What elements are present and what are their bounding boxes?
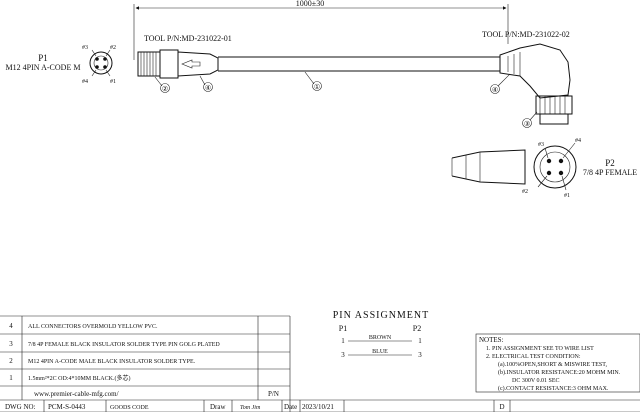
bom-row-2-no: 3 [9, 340, 13, 348]
callout-2: ② [162, 85, 168, 93]
notes-line-4: (b).INSULATOR RESISTANCE:20 MOHM MIN. [498, 369, 621, 376]
callout-1: ① [314, 83, 320, 91]
rev-letter: D [499, 403, 504, 411]
callout-3: ③ [524, 120, 530, 128]
tool-pn-right: TOOL P/N:MD-231022-02 [482, 30, 570, 39]
notes-box: NOTES: 1. PIN ASSIGNMENT SEE TO WIRE LIS… [475, 333, 640, 393]
p2-pin-1: #1 [564, 193, 570, 199]
p1-description: M12 4PIN A-CODE M [6, 63, 81, 72]
length-dim-text: 1000±30 [296, 0, 324, 8]
date-label: Date [284, 403, 297, 411]
notes-line-3: (a).100%OPEN,SHORT & MISWIRE TEST, [498, 361, 607, 368]
p2-pin-4: #4 [575, 138, 581, 144]
notes-line-5: DC 300V 0.01 SEC [512, 378, 560, 384]
p1-pin-4: #4 [82, 79, 88, 85]
pin-row-2-wire: BLUE [372, 349, 388, 355]
pin-col-right: P2 [413, 324, 421, 333]
callouts: ② ④ ① ④ ③ [154, 71, 538, 128]
bom-row-4-desc: 1.5mm²*2C OD:4*10MM BLACK.(多芯) [28, 374, 130, 382]
p1-pin-1: #1 [110, 79, 116, 85]
length-dimension: 1000±30 [133, 0, 509, 60]
draw-signature: Tom Jim [240, 405, 261, 411]
p1-connector [137, 49, 219, 79]
title-block: www.premier-cable-mfg.com/ P/N DWG NO: P… [0, 390, 640, 413]
p2-pin-2: #2 [522, 189, 528, 195]
pin-row-1-left: 1 [341, 337, 345, 345]
p2-label: P2 [605, 158, 615, 168]
notes-line-2: 2. ELECTRICAL TEST CONDITION: [486, 354, 581, 360]
notes-line-1: 1. PIN ASSIGNMENT SEE TO WIRE LIST [486, 346, 594, 352]
p2-end-view: #3 #4 #2 #1 [451, 138, 581, 199]
bom-row-3-desc: M12 4PIN A-CODE MALE BLACK INSULATOR SOL… [28, 359, 196, 365]
callout-4-left: ④ [205, 84, 211, 92]
pin-row-2-right: 3 [418, 351, 422, 359]
p1-pin-2: #2 [110, 45, 116, 51]
tool-pn-left: TOOL P/N:MD-231022-01 [144, 34, 232, 43]
notes-line-6: (c).CONTACT RESISTANCE:3 OHM MAX. [498, 385, 609, 392]
goods-code-label: GOODS CODE [110, 405, 149, 411]
dwg-label: DWG NO: [5, 403, 36, 411]
date-value: 2023/10/21 [302, 403, 334, 411]
bom-row-1-desc: ALL CONNECTORS OVERMOLD YELLOW PVC. [28, 324, 158, 330]
pin-col-left: P1 [339, 324, 347, 333]
bom-row-1-no: 4 [9, 322, 13, 330]
p1-pin-3: #3 [82, 45, 88, 51]
dwg-no: PCM-S-0443 [48, 403, 86, 411]
draw-label: Draw [210, 403, 226, 411]
p2-connector [499, 43, 573, 125]
cable [218, 56, 500, 72]
p1-end-view: #3 #2 #4 #1 [82, 45, 116, 85]
p2-pin-3: #3 [538, 142, 544, 148]
pin-row-2-left: 3 [341, 351, 345, 359]
website: www.premier-cable-mfg.com/ [34, 390, 119, 398]
p2-description: 7/8 4P FEMALE [583, 168, 637, 177]
bom-table: 4 ALL CONNECTORS OVERMOLD YELLOW PVC. 3 … [0, 315, 291, 412]
bom-row-3-no: 2 [9, 357, 13, 365]
p1-label: P1 [38, 53, 48, 63]
bom-row-2-desc: 7/8 4P FEMALE BLACK INSULATOR SOLDER TYP… [28, 342, 220, 348]
pin-assignment: PIN ASSIGNMENT P1 P2 1 BROWN 1 3 BLUE 3 [333, 310, 430, 359]
callout-4-right: ④ [492, 86, 498, 94]
bom-row-4-no: 1 [9, 374, 13, 382]
pin-row-1-wire: BROWN [369, 335, 392, 341]
notes-title: NOTES: [479, 336, 504, 344]
pin-row-1-right: 1 [418, 337, 422, 345]
pn-label: P/N [268, 390, 279, 398]
pin-assignment-title: PIN ASSIGNMENT [333, 310, 430, 321]
